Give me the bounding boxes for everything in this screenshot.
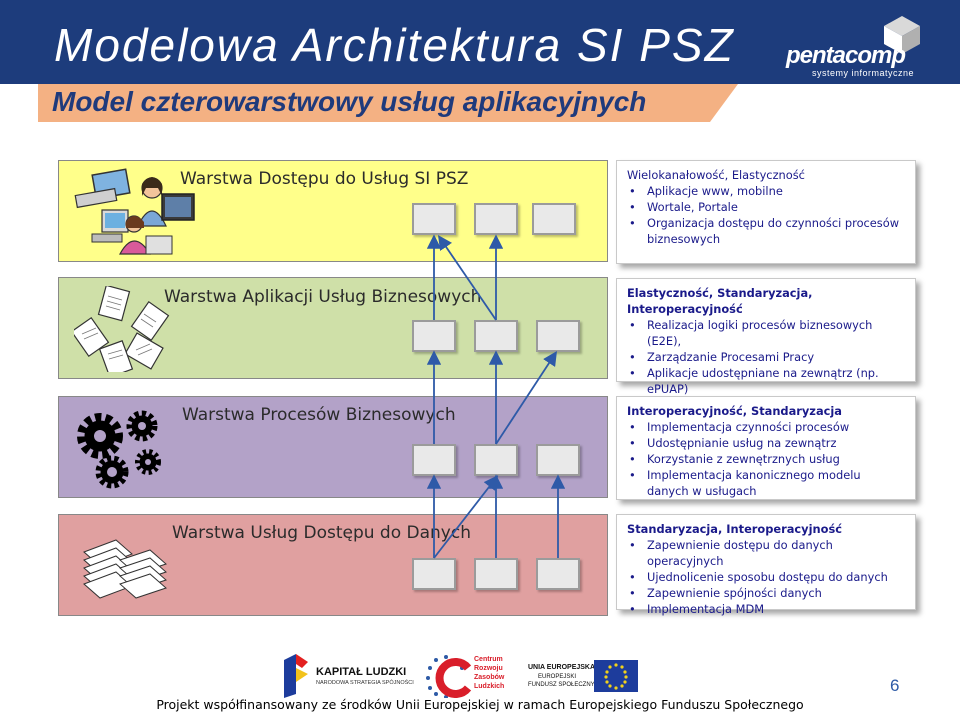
component-box — [474, 444, 518, 476]
component-box — [536, 558, 580, 590]
panel-item: Wortale, Portale — [627, 199, 905, 215]
crzl-line1: Centrum — [474, 656, 503, 663]
logo-cube-icon — [884, 16, 920, 54]
kapital-ludzki-title: KAPITAŁ LUDZKI — [316, 666, 407, 678]
panel-heading: Standaryzacja, Interoperacyjność — [627, 522, 842, 536]
crzl-line2: Rozwoju — [474, 665, 503, 672]
crzl-line3: Zasobów — [474, 674, 505, 681]
people-at-computers-illustration — [74, 168, 195, 255]
crzl-emblem-icon — [426, 655, 472, 698]
pentacomp-logo: pentacomp systemy informatyczne — [780, 12, 940, 78]
eu-line2: EUROPEJSKI — [538, 674, 577, 680]
panel-item: Aplikacje udostępniane na zewnątrz (np. … — [627, 365, 905, 397]
component-box — [536, 320, 580, 352]
page-subtitle: Model czterowarstwowy usług aplikacyjnyc… — [52, 86, 647, 117]
eu-efs-logo: UNIA EUROPEJSKA EUROPEJSKI FUNDUSZ SPOŁE… — [528, 654, 640, 698]
panel-heading: Elastyczność, Standaryzacja, Interoperac… — [627, 286, 813, 316]
panel-heading: Wielokanałowość, Elastyczność — [627, 168, 805, 182]
arrow-data-to-process — [433, 475, 499, 559]
component-box — [474, 558, 518, 590]
crzl-line4: Ludzkich — [474, 683, 505, 690]
documents-cycle-illustration — [74, 286, 170, 372]
layer-description-application: Elastyczność, Standaryzacja, Interoperac… — [616, 278, 916, 396]
component-box — [474, 203, 518, 235]
component-box — [412, 558, 456, 590]
logo-wordmark: pentacomp — [786, 42, 906, 69]
component-box — [532, 203, 576, 235]
panel-item: Realizacja logiki procesów biznesowych (… — [627, 317, 905, 349]
component-box — [412, 320, 456, 352]
panel-item: Organizacja dostępu do czynności procesó… — [627, 215, 905, 247]
component-box — [412, 203, 456, 235]
panel-item: Ujednolicenie sposobu dostępu do danych — [627, 569, 905, 585]
kapital-ludzki-emblem-icon — [284, 654, 308, 698]
funding-notice: Projekt współfinansowany ze środków Unii… — [156, 697, 804, 712]
subtitle-band — [38, 84, 738, 122]
layer-label-process: Warstwa Procesów Biznesowych — [182, 405, 456, 425]
page-title: Modelowa Architektura SI PSZ — [54, 19, 735, 71]
panel-item: Implementacja kanonicznego modelu danych… — [627, 467, 905, 499]
layer-description-process: Interoperacyjność, Standaryzacja Impleme… — [616, 396, 916, 500]
layer-label-access: Warstwa Dostępu do Usług SI PSZ — [180, 169, 469, 189]
panel-item: Implementacja czynności procesów — [627, 419, 905, 435]
panel-heading: Interoperacyjność, Standaryzacja — [627, 404, 842, 418]
panel-item: Implementacja MDM — [627, 601, 905, 617]
logo-tagline: systemy informatyczne — [812, 68, 915, 78]
panel-item: Udostępnianie usług na zewnątrz — [627, 435, 905, 451]
panel-item: Korzystanie z zewnętrznych usług — [627, 451, 905, 467]
layer-label-data: Warstwa Usług Dostępu do Danych — [172, 523, 471, 543]
arrow-process-to-app — [495, 350, 557, 445]
layer-label-application: Warstwa Aplikacji Usług Biznesowych — [164, 287, 482, 307]
kapital-ludzki-subtitle: NARODOWA STRATEGIA SPÓJNOŚCI — [316, 680, 414, 686]
panel-item: Zapewnienie spójności danych — [627, 585, 905, 601]
arrow-app-to-access — [437, 235, 497, 321]
document-stacks-illustration — [83, 539, 167, 599]
title-bar: Modelowa Architektura SI PSZ pentacomp s… — [0, 0, 960, 84]
page-number: 6 — [890, 676, 900, 695]
gears-illustration — [77, 410, 161, 489]
eu-line1: UNIA EUROPEJSKA — [528, 664, 596, 671]
layer-description-access: Wielokanałowość, Elastyczność Aplikacje … — [616, 160, 916, 264]
crzl-logo: Centrum Rozwoju Zasobów Ludzkich — [424, 654, 514, 698]
eu-line3: FUNDUSZ SPOŁECZNY — [528, 682, 595, 688]
layer-description-data: Standaryzacja, Interoperacyjność Zapewni… — [616, 514, 916, 617]
panel-item: Zarządzanie Procesami Pracy — [627, 349, 905, 365]
panel-item: Aplikacje www, mobilne — [627, 183, 905, 199]
panel-item: Zapewnienie dostępu do danych operacyjny… — [627, 537, 905, 569]
eu-flag-icon — [594, 660, 638, 692]
kapital-ludzki-logo: KAPITAŁ LUDZKI NARODOWA STRATEGIA SPÓJNO… — [282, 654, 414, 698]
